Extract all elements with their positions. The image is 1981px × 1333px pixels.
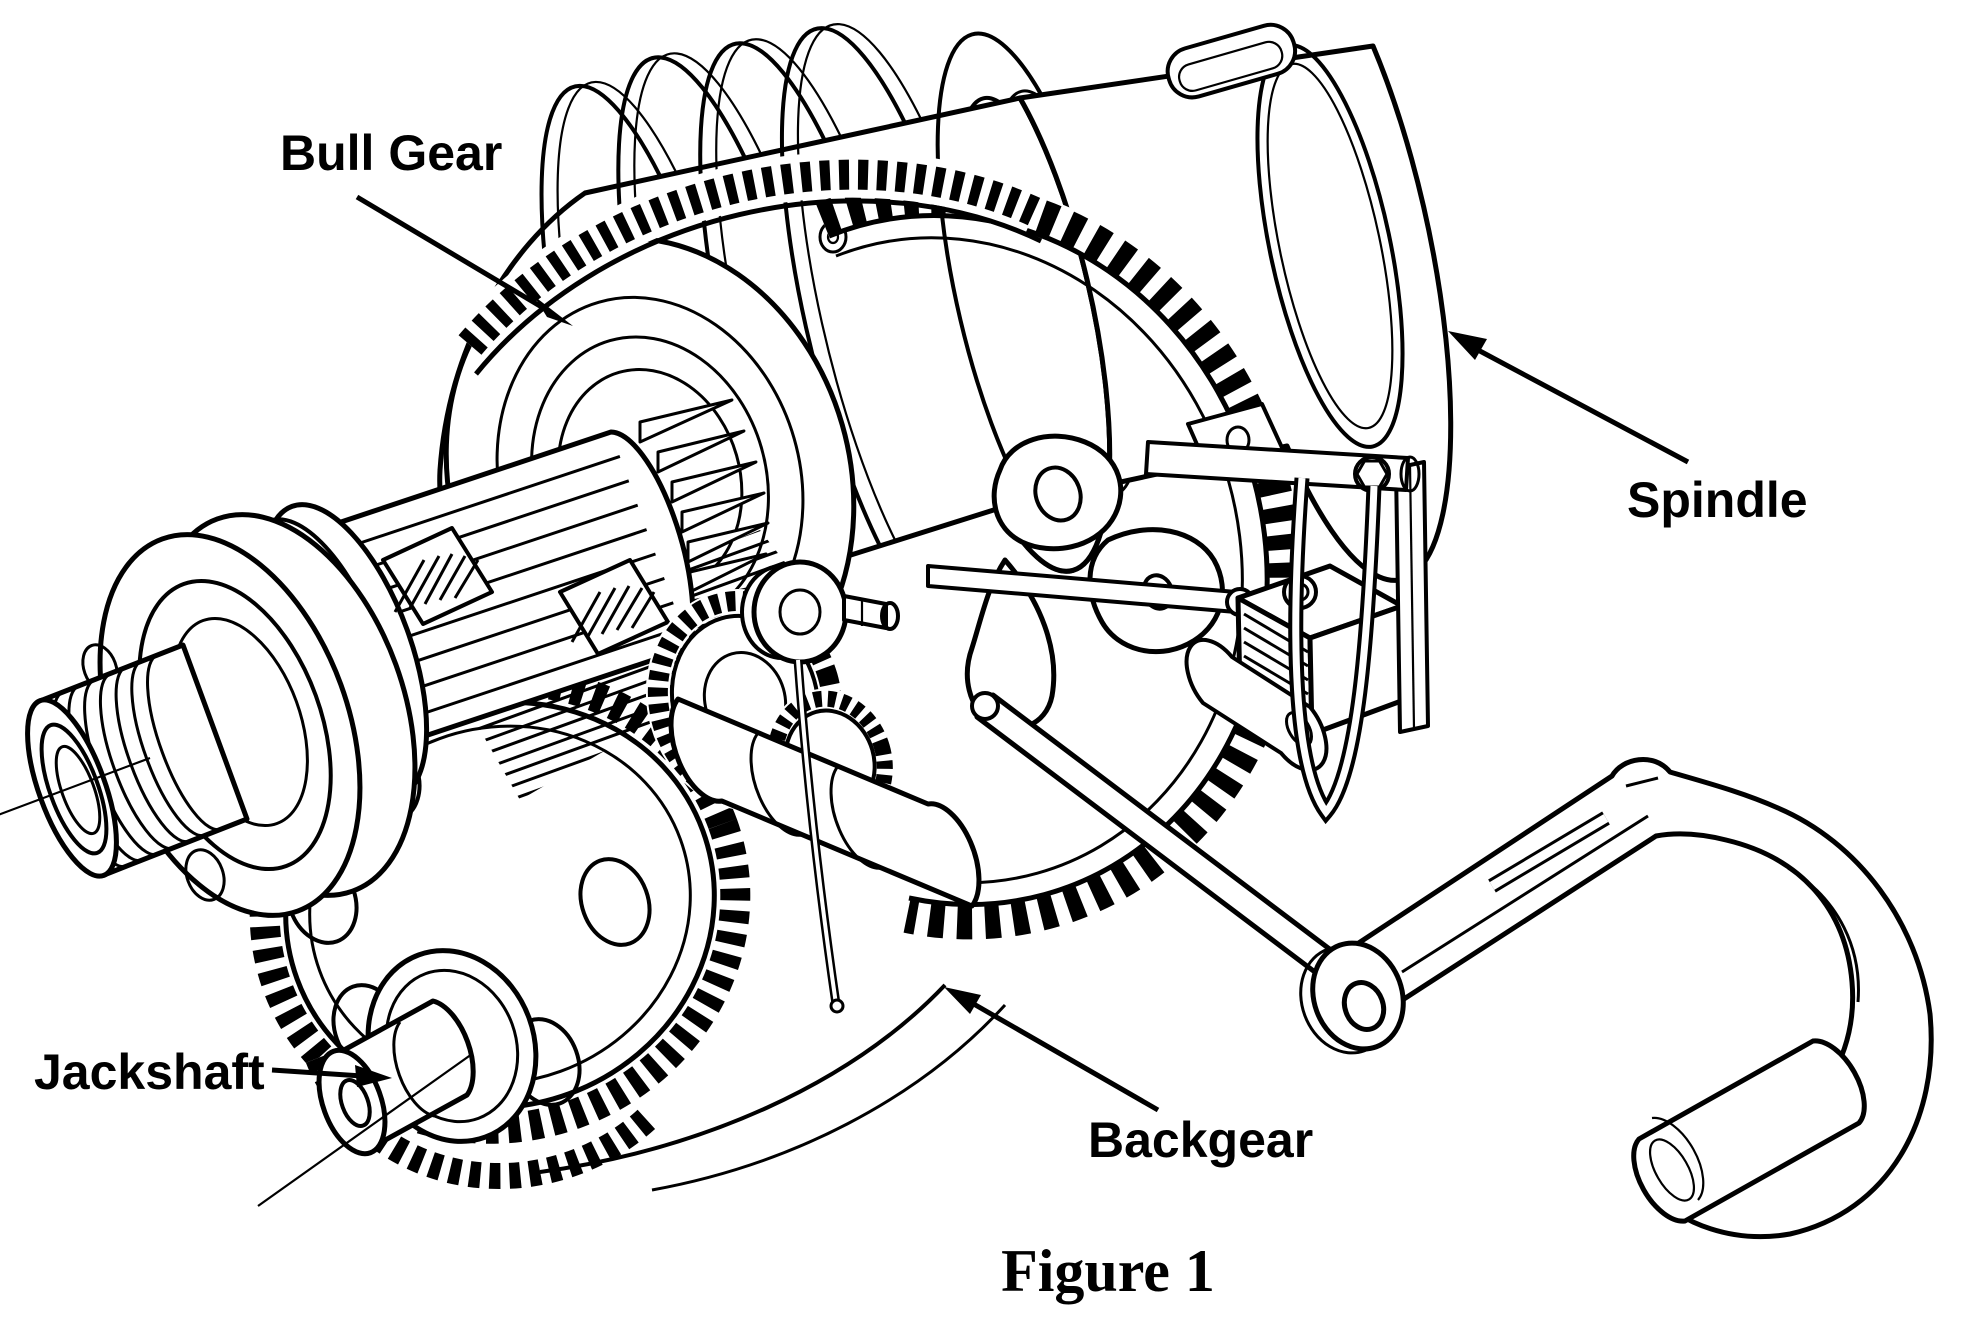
crank-grip — [1631, 1038, 1867, 1224]
leader-arrow-spindle — [1448, 331, 1690, 465]
crank-boss — [1299, 940, 1406, 1055]
keyway-slot — [1165, 22, 1298, 100]
spindle-nose-flange — [0, 502, 670, 918]
u-wire-bail — [1288, 477, 1382, 825]
clutch-adjuster — [740, 559, 900, 1014]
leader-arrow-jackshaft — [271, 1065, 392, 1087]
flange-key-lug — [381, 526, 494, 626]
label-bull-gear: Bull Gear — [280, 125, 502, 181]
collar-key-lug — [558, 558, 670, 656]
axis-centerline — [0, 756, 151, 816]
leader-arrow-backgear — [944, 987, 1160, 1113]
label-backgear: Backgear — [1088, 1112, 1313, 1168]
label-spindle: Spindle — [1627, 472, 1808, 528]
leader-arrow-bull-gear — [355, 194, 573, 326]
bull-gear-drawing — [452, 151, 1045, 376]
jackshaft-centerline — [257, 1053, 473, 1207]
shift-linkage — [926, 402, 1430, 825]
label-jackshaft: Jackshaft — [34, 1044, 265, 1100]
threaded-nose — [0, 642, 250, 879]
crank-handle — [970, 691, 1934, 1240]
jackshaft-drawing — [257, 948, 539, 1207]
figure-caption: Figure 1 — [1001, 1238, 1215, 1304]
